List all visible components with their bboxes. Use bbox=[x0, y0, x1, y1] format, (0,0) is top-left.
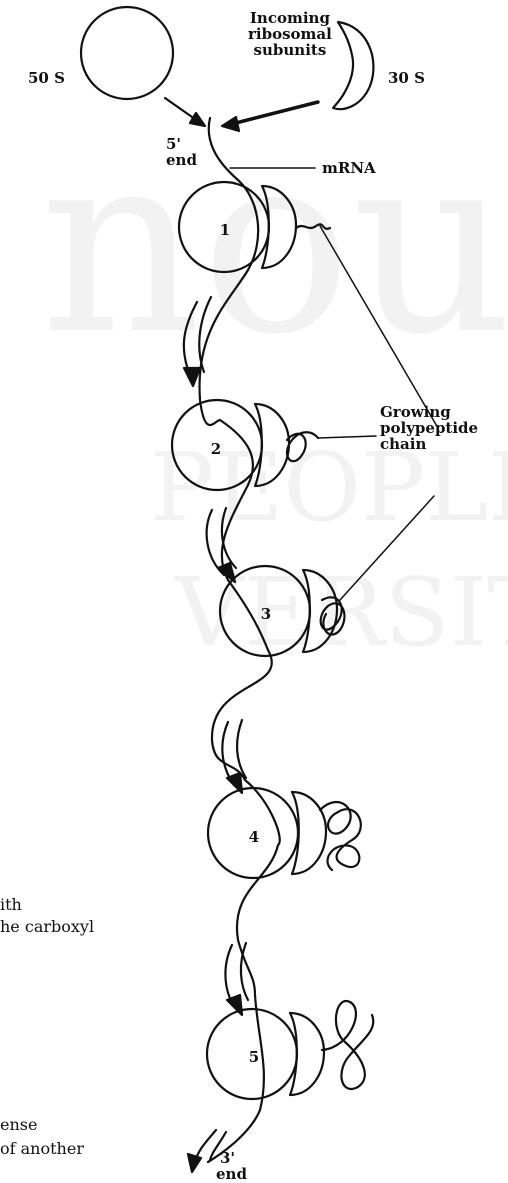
movement-arrows bbox=[184, 297, 248, 1172]
three-prime-label: 3' end bbox=[216, 1150, 247, 1182]
incoming-arrows bbox=[165, 98, 318, 131]
edge-text-4: of another bbox=[0, 1140, 84, 1158]
ribosome-4 bbox=[208, 788, 361, 878]
ribosome-number-4: 4 bbox=[249, 828, 259, 846]
five-prime-line-2: end bbox=[166, 152, 197, 168]
three-prime-line-1: 3' bbox=[216, 1150, 247, 1166]
five-prime-label: 5' end bbox=[166, 136, 197, 168]
ribosome-2 bbox=[172, 400, 318, 490]
growing-line-3: chain bbox=[380, 436, 508, 452]
incoming-line-2: ribosomal bbox=[248, 26, 332, 42]
ribosome-numbers: 1 2 3 4 5 bbox=[211, 221, 271, 1066]
ribosome-3 bbox=[220, 566, 344, 656]
growing-chain-label: Growing polypeptide chain bbox=[380, 404, 508, 452]
ribosome-number-5: 5 bbox=[249, 1048, 259, 1066]
five-prime-line-1: 5' bbox=[166, 136, 197, 152]
small-subunit-label: 30 S bbox=[388, 70, 425, 86]
growing-line-2: polypeptide bbox=[380, 420, 508, 436]
ribosome-5 bbox=[207, 1001, 373, 1099]
incoming-line-1: Incoming bbox=[248, 10, 332, 26]
edge-text-2: he carboxyl bbox=[0, 918, 94, 936]
large-subunit-free bbox=[81, 7, 173, 99]
edge-text-1: ith bbox=[0, 896, 22, 914]
incoming-line-3: subunits bbox=[248, 42, 332, 58]
large-subunit-label: 50 S bbox=[28, 70, 65, 86]
mrna-label: mRNA bbox=[322, 160, 376, 176]
ribosome-number-2: 2 bbox=[211, 440, 221, 458]
growing-line-1: Growing bbox=[380, 404, 508, 420]
three-prime-line-2: end bbox=[216, 1166, 247, 1182]
small-subunit-free bbox=[333, 22, 373, 109]
small-subunit bbox=[262, 186, 296, 268]
small-subunit bbox=[290, 1013, 324, 1095]
edge-text-3: ense bbox=[0, 1116, 37, 1134]
polypeptide-1 bbox=[296, 224, 330, 229]
small-subunit bbox=[255, 404, 289, 486]
polypeptide-5 bbox=[322, 1001, 373, 1089]
ribosome-number-3: 3 bbox=[261, 605, 271, 623]
small-subunit bbox=[303, 570, 337, 652]
polypeptide-2 bbox=[287, 432, 318, 461]
incoming-subunits-label: Incoming ribosomal subunits bbox=[248, 10, 332, 58]
ribosome-number-1: 1 bbox=[220, 221, 230, 239]
